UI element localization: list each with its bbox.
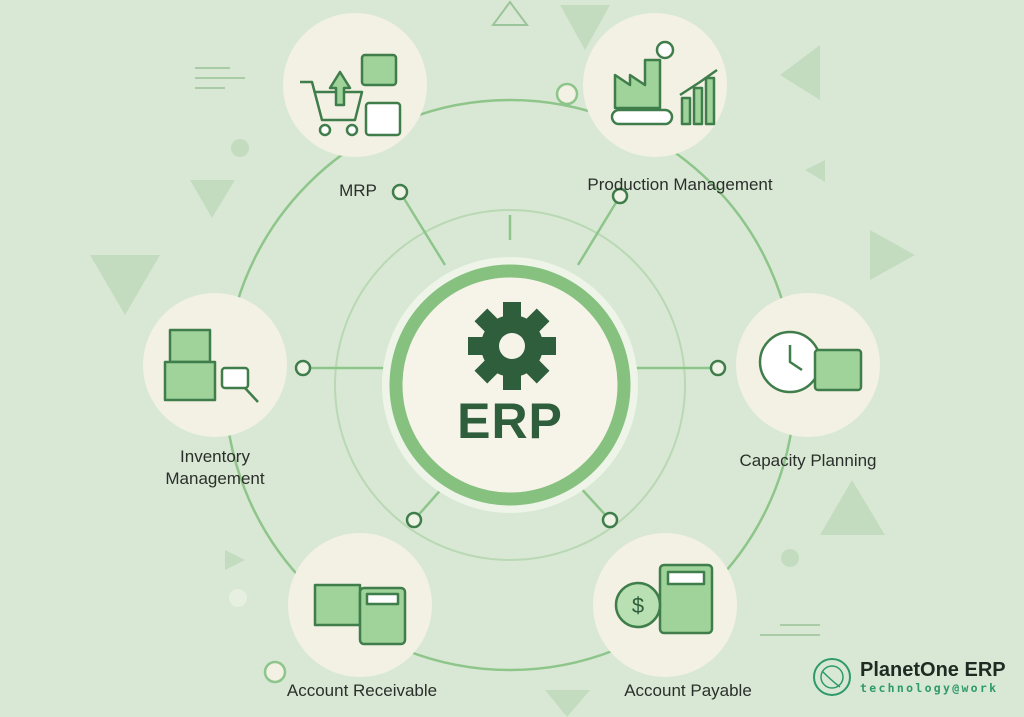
clock-calendar-icon — [758, 330, 863, 394]
decorative-shapes — [90, 5, 915, 717]
brand-logo: PlanetOne ERP technology@work — [812, 657, 1006, 697]
module-label-payable: Account Payable — [624, 681, 752, 700]
erp-title: ERP — [457, 393, 563, 449]
module-label-mrp: MRP — [339, 181, 377, 200]
svg-text:$: $ — [632, 593, 644, 618]
dollar-calculator-icon: $ — [614, 563, 714, 635]
shopping-cart-calendar-icon — [300, 53, 402, 137]
box-calculator-icon — [313, 583, 407, 646]
module-label-production: Production Management — [587, 175, 773, 194]
brand-name: PlanetOne ERP — [860, 659, 1006, 681]
module-label-inventory: Inventory Management — [165, 447, 265, 488]
planet-icon — [813, 658, 851, 696]
gear-icon — [468, 302, 556, 390]
module-label-receivable: Account Receivable — [286, 681, 438, 700]
module-label-capacity: Capacity Planning — [739, 451, 877, 470]
boxes-scanner-icon — [163, 328, 259, 403]
brand-tagline: technology@work — [860, 681, 999, 695]
factory-chart-icon — [610, 40, 718, 126]
connector-dots — [294, 183, 727, 529]
